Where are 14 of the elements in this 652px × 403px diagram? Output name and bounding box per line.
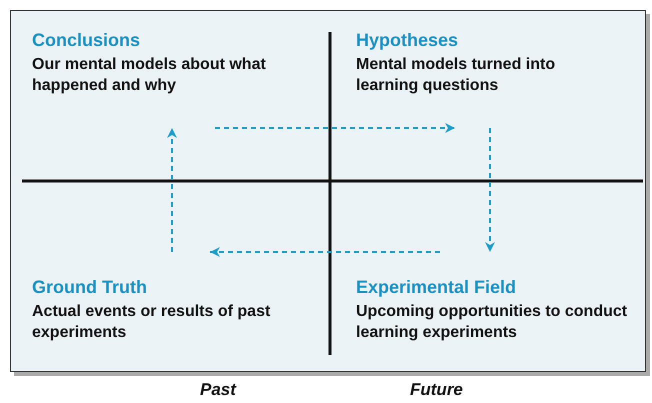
quadrant-heading: Experimental Field <box>356 277 518 298</box>
quadrant-heading: Hypotheses <box>356 30 460 51</box>
arrow <box>215 123 455 133</box>
arrow <box>210 247 440 257</box>
quadrant-heading: Conclusions <box>32 30 142 51</box>
arrow <box>167 128 177 252</box>
quadrant-description: Actual events or results of past experiments <box>32 302 272 343</box>
arrow <box>485 128 495 252</box>
quadrant-description: Upcoming opportunities to conduct learning experiments <box>356 302 628 343</box>
quadrant-description: Mental models turned into learning questions <box>356 55 556 96</box>
axis-label: Future <box>410 380 463 400</box>
axis-label: Past <box>200 380 236 400</box>
quadrant-description: Our mental models about what happened and why <box>32 55 267 96</box>
quadrant-heading: Ground Truth <box>32 277 148 298</box>
